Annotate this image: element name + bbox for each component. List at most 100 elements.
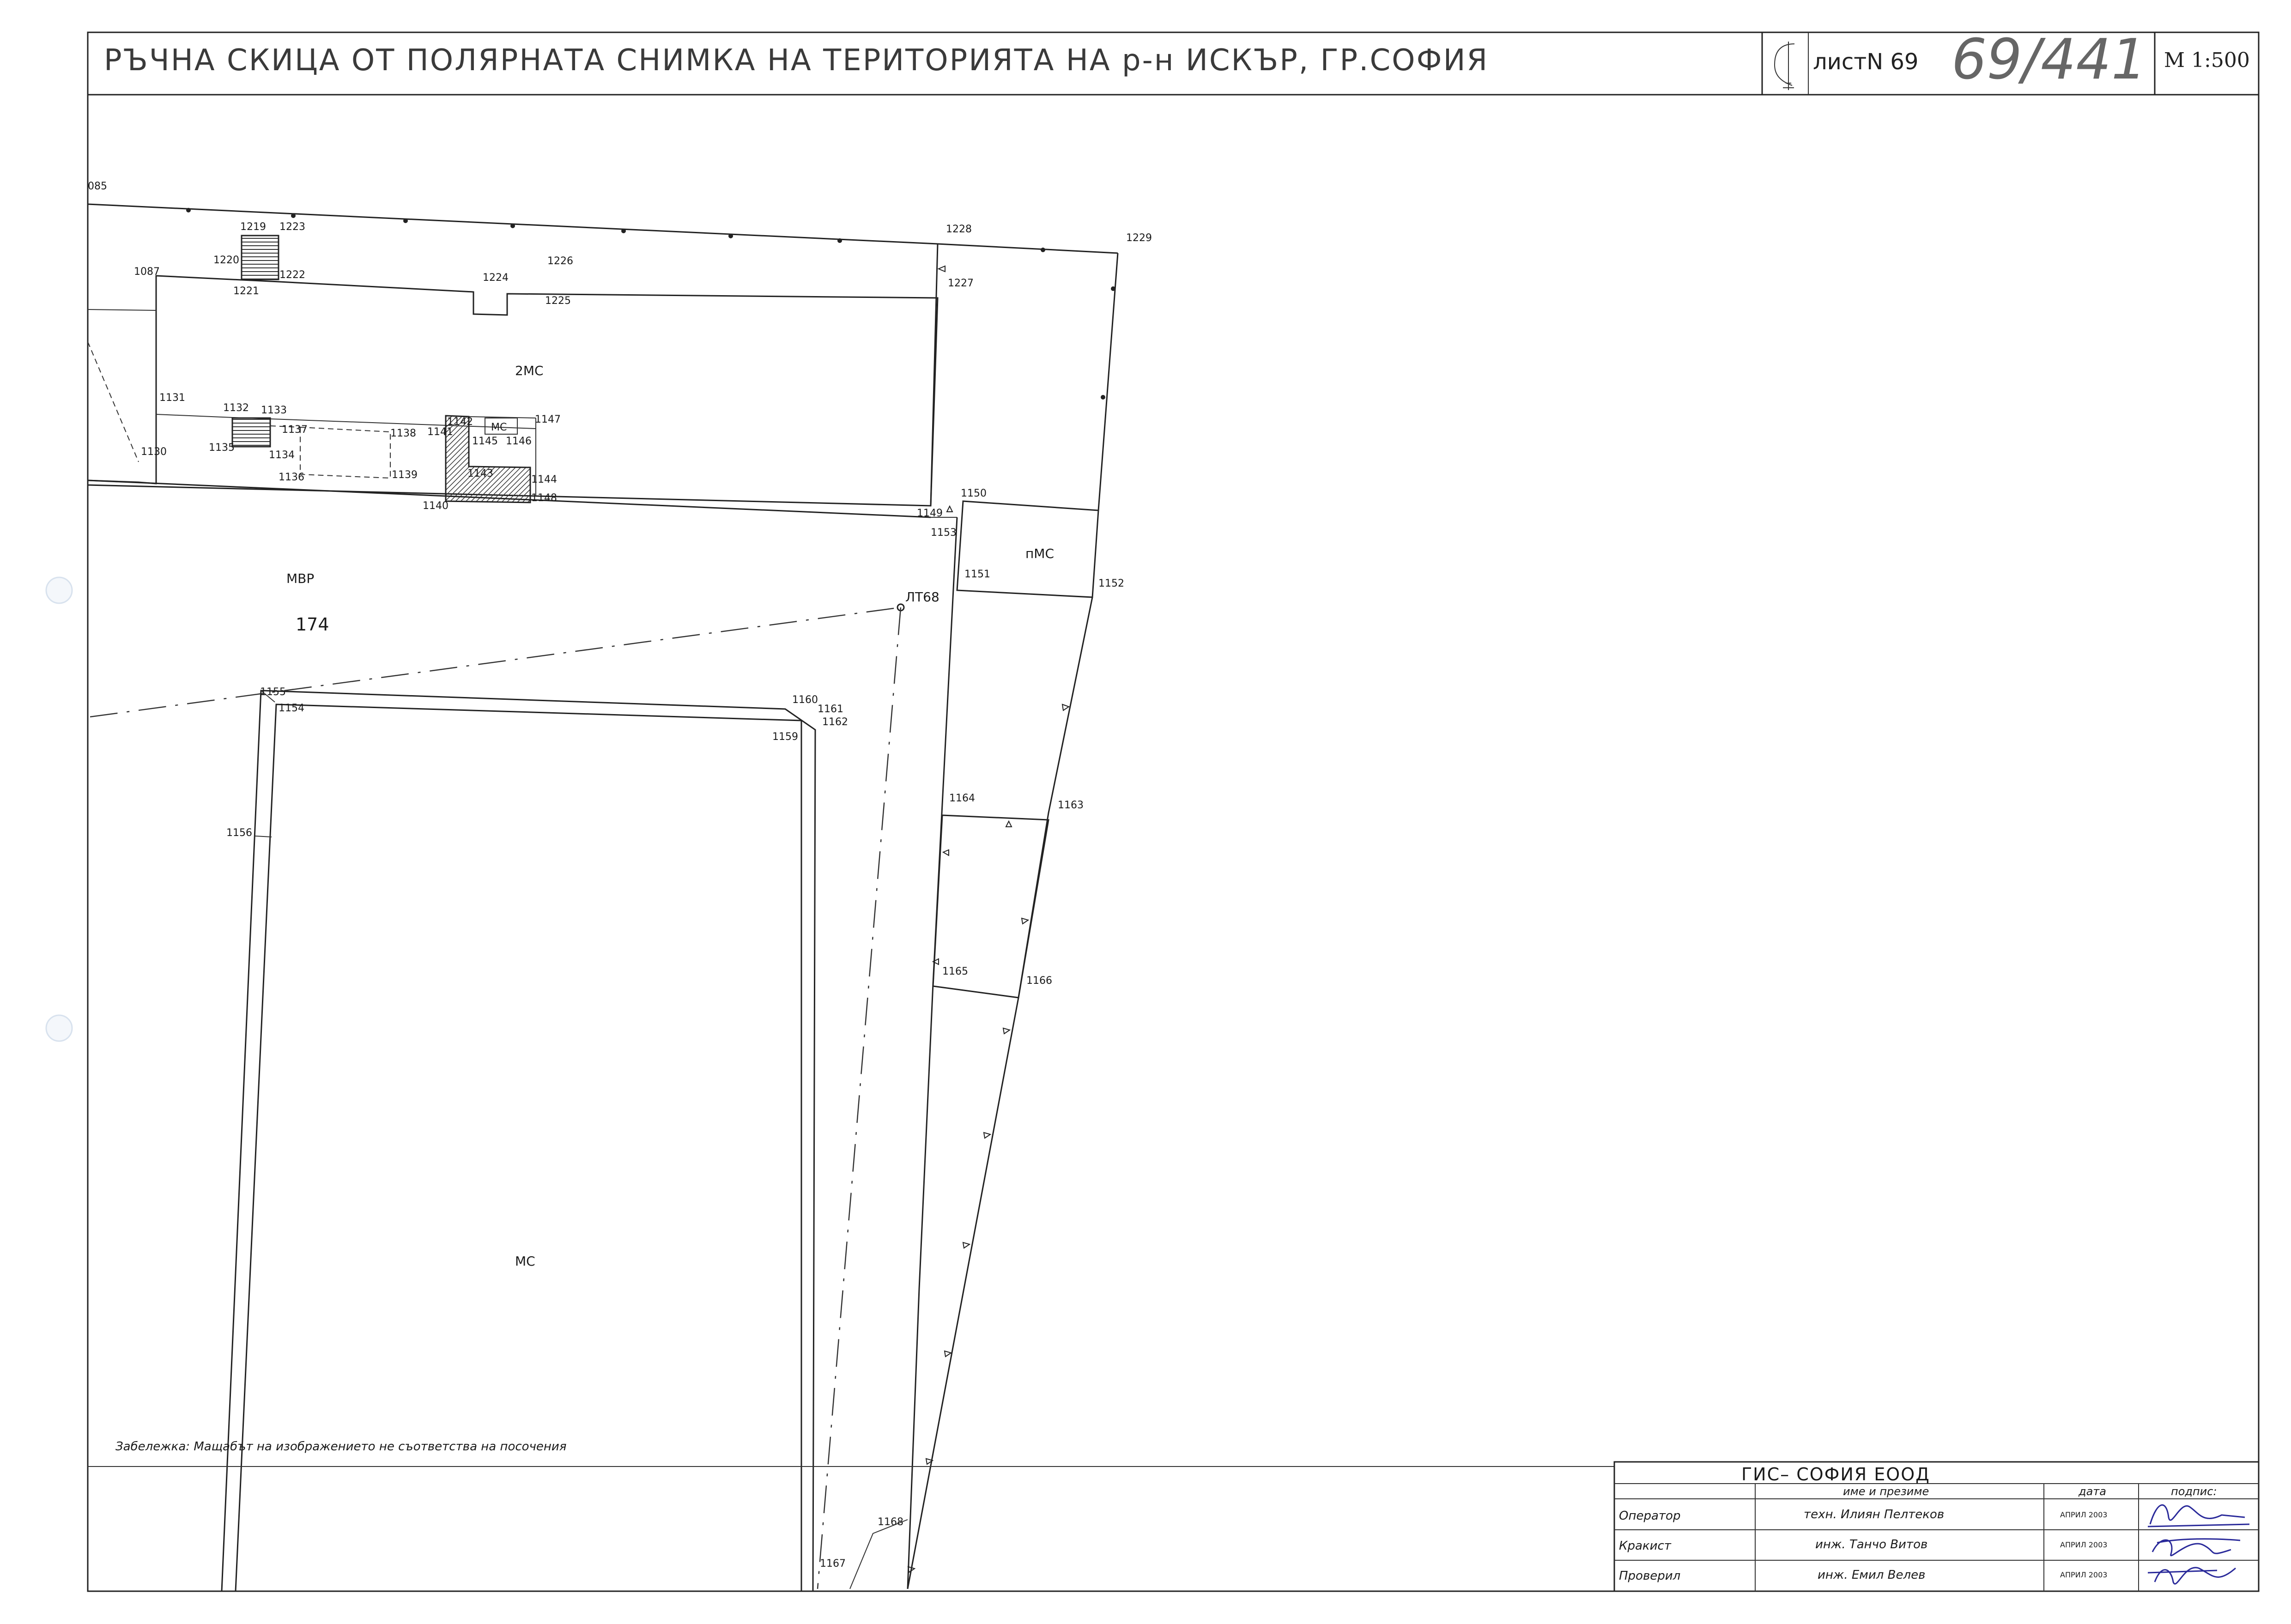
point-label: 1163 (1058, 800, 1084, 811)
small-ms-label: МС (491, 422, 507, 433)
building-1164-1166 (932, 814, 1049, 999)
point-label: 1161 (818, 703, 843, 715)
point-label: 1160 (792, 694, 818, 706)
name-checker: инж. Емил Велев (1818, 1568, 1925, 1582)
street-edge-1140-1153 (87, 479, 931, 518)
point-label: 1220 (213, 255, 239, 266)
point-label: 1134 (269, 449, 295, 461)
point-label: 1131 (159, 392, 185, 404)
regulation-line-lt68 (90, 606, 901, 718)
point-label: 1087 (134, 266, 160, 278)
point-label: 1137 (282, 424, 308, 436)
sheet-header: РЪЧНА СКИЦА ОТ ПОЛЯРНАТА СНИМКА НА ТЕРИТ… (104, 28, 2250, 95)
point-label: 1223 (279, 221, 305, 233)
point-label: 1222 (279, 269, 305, 281)
column-sign-header: подпис: (2171, 1485, 2217, 1498)
point-label: 1155 (260, 686, 286, 698)
point-label: 1152 (1098, 578, 1124, 589)
punch-hole-bottom (45, 1014, 73, 1042)
point-label: 1154 (279, 703, 304, 714)
sofia-crest-icon (1774, 42, 1795, 90)
boundary-1152-1167 (907, 597, 1093, 1589)
point-label: 1147 (535, 414, 561, 425)
point-label: 1229 (1126, 232, 1152, 244)
point-label: 1164 (949, 793, 975, 804)
dashed-left-boundary (87, 341, 139, 462)
point-label: 1224 (483, 272, 509, 284)
map-scale: M 1:500 (2164, 48, 2250, 72)
signature-checker-icon (2147, 1567, 2236, 1585)
map-area: 085 1219 1223 1220 1222 1087 1221 1224 1… (87, 181, 1152, 1592)
point-label: 1143 (467, 468, 493, 479)
column-name-header: име и презиме (1843, 1485, 1929, 1498)
small-ms-box (485, 418, 518, 435)
point-label: 1145 (472, 436, 498, 447)
point-label: 1153 (931, 527, 957, 539)
corner-1168-1167 (849, 1519, 908, 1589)
sheet-number-label: листN 69 (1813, 49, 1918, 75)
point-label: 1139 (392, 469, 418, 481)
parcel-number-label: 174 (296, 614, 329, 635)
role-operator: Оператор (1619, 1509, 1680, 1523)
parcel-owner-label: МВР (286, 571, 314, 586)
building-2ms-label: 2МС (515, 363, 544, 378)
fence-markers (907, 265, 1070, 1573)
role-checker: Проверил (1619, 1569, 1680, 1583)
point-label: 1149 (917, 508, 943, 519)
column-date-header: дата (2078, 1485, 2106, 1498)
regulation-line-south (817, 607, 902, 1589)
point-label: 1141 (427, 426, 453, 438)
point-label: 1227 (948, 278, 974, 289)
point-label: 1140 (423, 500, 449, 512)
company-name: ГИС– СОФИЯ ЕООД (1741, 1464, 1930, 1485)
point-label: 1165 (942, 966, 968, 977)
point-label: 1151 (964, 569, 990, 580)
area-labels: 2МС МС пМС МВР 174 МС (286, 363, 1054, 1269)
date-operator: АПРИЛ 2003 (2060, 1510, 2107, 1519)
point-label: 1162 (822, 716, 848, 728)
punch-hole-top (45, 576, 73, 604)
point-label: 1166 (1026, 975, 1052, 987)
big-ms-outer (221, 690, 816, 1592)
point-label: 1132 (223, 402, 249, 414)
point-label: 1135 (209, 442, 235, 454)
point-label: 1144 (531, 474, 557, 485)
title-block: ГИС– СОФИЯ ЕООД име и презиме дата подпи… (1613, 1461, 2260, 1592)
signature-draftsman-icon (2152, 1538, 2241, 1557)
signature-operator-icon (2147, 1504, 2250, 1527)
name-draftsman: инж. Танчо Витов (1815, 1538, 1927, 1551)
big-ms-inner (235, 703, 802, 1592)
staircase-1219 (241, 235, 279, 280)
big-ms-label: МС (515, 1254, 535, 1269)
scale-note: Забележка: Мащабът на изображението не с… (115, 1440, 566, 1454)
boundary-markers (186, 208, 1115, 400)
point-label: 1221 (233, 285, 259, 297)
point-label: 1219 (240, 221, 266, 233)
survey-point-lt68: ЛТ68 (905, 589, 939, 605)
point-label: 1228 (946, 224, 972, 235)
date-checker: АПРИЛ 2003 (2060, 1570, 2107, 1579)
point-label: 1142 (447, 416, 473, 428)
role-draftsman: Кракист (1619, 1539, 1672, 1553)
annex-1137-1139 (300, 426, 391, 479)
sheet-frame (87, 31, 2260, 1592)
point-label: 1130 (141, 446, 167, 458)
sheet-title: РЪЧНА СКИЦА ОТ ПОЛЯРНАТА СНИМКА НА ТЕРИТ… (104, 43, 1489, 78)
point-label: 1150 (961, 488, 987, 499)
point-label: 1168 (878, 1516, 903, 1528)
point-label: 1159 (772, 731, 798, 743)
point-label: 1226 (547, 255, 573, 267)
point-label: 1138 (390, 428, 416, 439)
boundary-1153-south (907, 517, 958, 1589)
point-label: 1148 (531, 492, 557, 504)
point-label: 1225 (545, 295, 571, 307)
boundary-1229-1150 (1097, 253, 1119, 511)
building-pms-label: пМС (1025, 546, 1054, 561)
name-operator: техн. Илиян Пелтеков (1804, 1508, 1944, 1521)
date-draftsman: АПРИЛ 2003 (2060, 1540, 2107, 1549)
staircase-1132 (231, 417, 271, 448)
point-labels: 085 1219 1223 1220 1222 1087 1221 1224 1… (88, 181, 1152, 1569)
point-label: 1156 (226, 827, 252, 839)
handwritten-sheet-number: 69/441 (1952, 28, 2146, 92)
